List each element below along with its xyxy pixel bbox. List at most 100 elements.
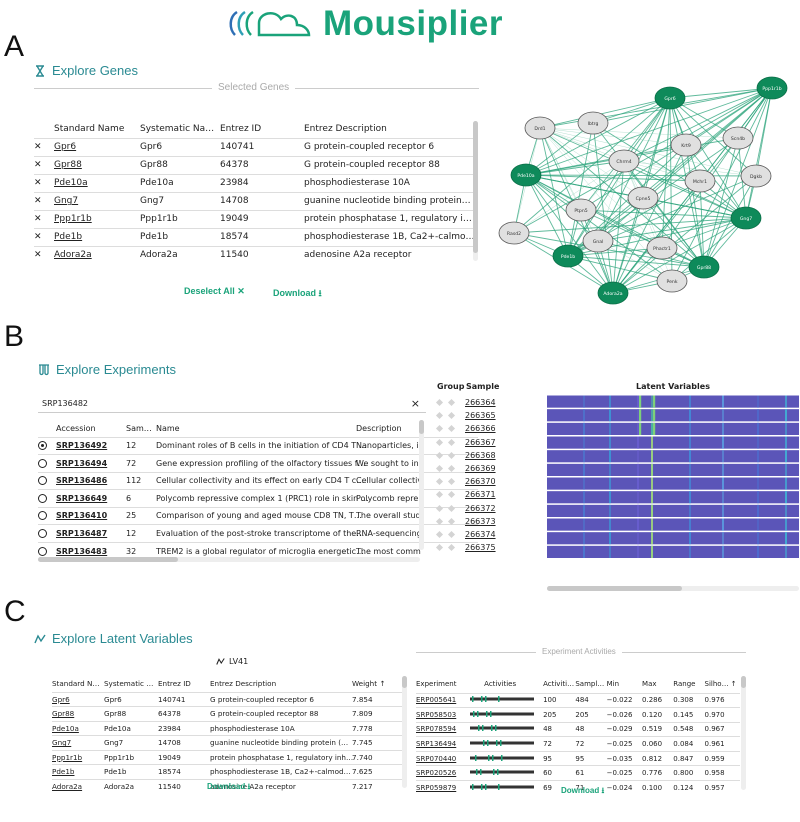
col-header-description[interactable]: Description [356, 423, 402, 433]
experiment-link[interactable]: SRP020526 [416, 769, 457, 778]
group-diamond-icon[interactable] [435, 544, 444, 552]
heatmap-cell[interactable] [583, 491, 585, 504]
experiment-link[interactable]: SRP078594 [416, 725, 457, 734]
col-header-entrez-id[interactable]: Entrez ID [220, 123, 262, 134]
network-node[interactable]: Chrm4 [608, 149, 640, 173]
group-diamond-icon[interactable] [435, 504, 444, 512]
heatmap-cell[interactable] [637, 450, 639, 463]
sample-row[interactable]: 266370 [435, 475, 537, 488]
group-diamond-icon[interactable] [447, 438, 456, 446]
remove-gene-button[interactable]: ✕ [34, 232, 42, 242]
group-diamond-icon[interactable] [447, 544, 456, 552]
heatmap-cell[interactable] [785, 518, 787, 531]
activities-scrollbar[interactable] [741, 676, 746, 790]
heatmap-cell[interactable] [722, 518, 724, 531]
heatmap-cell[interactable] [689, 491, 691, 504]
heatmap-cell[interactable] [689, 532, 691, 545]
experiment-accession-link[interactable]: SRP136486 [56, 476, 108, 486]
network-node[interactable]: Krt9 [670, 133, 702, 157]
heatmap-cell[interactable] [722, 450, 724, 463]
gene-standard-name-link[interactable]: Pde10a [54, 178, 88, 188]
col-header-samples[interactable]: Sam… [126, 423, 152, 433]
heatmap-cell[interactable] [583, 436, 585, 449]
heatmap-cell[interactable] [609, 504, 611, 517]
sample-link[interactable]: 266367 [465, 437, 496, 447]
heatmap-cell[interactable] [722, 395, 724, 408]
network-node[interactable]: Phactr1 [646, 236, 678, 260]
group-diamond-icon[interactable] [447, 491, 456, 499]
remove-gene-button[interactable]: ✕ [34, 250, 42, 261]
sample-row[interactable]: 266374 [435, 528, 537, 541]
sample-link[interactable]: 266371 [465, 490, 496, 500]
experiment-link[interactable]: SRP059879 [416, 784, 457, 793]
heatmap-cell[interactable] [757, 532, 759, 545]
heatmap-cell[interactable] [722, 532, 724, 545]
sample-link[interactable]: 266366 [465, 424, 496, 434]
heatmap-cell[interactable] [689, 477, 691, 490]
col-header-entrez-description[interactable]: Entrez Description [210, 678, 277, 688]
heatmap-cell[interactable] [651, 395, 653, 408]
heatmap-cell[interactable] [785, 463, 787, 476]
heatmap-cell[interactable] [785, 477, 787, 490]
heatmap-cell[interactable] [609, 463, 611, 476]
heatmap-cell[interactable] [785, 545, 787, 558]
heatmap-cell[interactable] [583, 422, 585, 435]
heatmap-cell[interactable] [637, 436, 639, 449]
heatmap-cell[interactable] [689, 504, 691, 517]
gene-standard-name-link[interactable]: Gpr88 [54, 160, 82, 170]
heatmap-cell-highlight[interactable] [639, 422, 642, 435]
group-diamond-icon[interactable] [435, 491, 444, 499]
heatmap-cell[interactable] [785, 532, 787, 545]
genes-table-scrollbar[interactable] [473, 121, 478, 261]
experiment-link[interactable]: SRP070440 [416, 754, 457, 763]
experiment-accession-link[interactable]: SRP136649 [56, 493, 108, 503]
heatmap-cell-highlight[interactable] [651, 463, 653, 476]
group-diamond-icon[interactable] [447, 464, 456, 473]
network-node[interactable]: Adora2a [597, 281, 629, 305]
heatmap-cell[interactable] [583, 545, 585, 558]
heatmap-cell[interactable] [757, 518, 759, 531]
heatmap-cell[interactable] [651, 422, 653, 435]
heatmap-cell[interactable] [757, 545, 759, 558]
heatmap-cell[interactable] [722, 477, 724, 490]
gene-network-graph[interactable]: Ppp1r1bGpr6IbtrgDrd1Scn4bKrt9Chrm4DgkbMc… [498, 76, 798, 310]
heatmap-cell[interactable] [637, 409, 639, 422]
network-node-circle[interactable] [608, 149, 640, 173]
download-genes-button[interactable]: Download ⭳ [273, 288, 322, 298]
network-node[interactable]: Rasd2 [498, 221, 530, 245]
group-diamond-icon[interactable] [447, 412, 456, 420]
heatmap-cell-highlight[interactable] [639, 409, 642, 422]
sample-link[interactable]: 266370 [465, 477, 496, 487]
gene-standard-name-link[interactable]: Gpr88 [52, 709, 75, 719]
heatmap-cell-highlight[interactable] [651, 491, 653, 504]
heatmap-cell[interactable] [583, 504, 585, 517]
heatmap-cell-highlight[interactable] [653, 395, 656, 408]
heatmap-cell[interactable] [722, 422, 724, 435]
network-node[interactable]: Gng7 [730, 206, 762, 230]
network-node[interactable]: Mchr1 [684, 169, 716, 193]
heatmap-cell[interactable] [757, 409, 759, 422]
experiment-link[interactable]: SRP136494 [416, 740, 457, 749]
sample-link[interactable]: 266368 [465, 450, 496, 460]
group-diamond-icon[interactable] [447, 425, 456, 433]
gene-standard-name-link[interactable]: Ppp1r1b [52, 752, 83, 762]
heatmap-cell[interactable] [757, 450, 759, 463]
col-header-entrez-description[interactable]: Entrez Description [304, 123, 387, 134]
group-diamond-icon[interactable] [447, 399, 456, 407]
network-node[interactable]: Pde1b [552, 244, 584, 268]
heatmap-cell-highlight[interactable] [651, 477, 653, 490]
heatmap-cell[interactable] [689, 545, 691, 558]
experiment-radio[interactable] [38, 441, 47, 451]
group-diamond-icon[interactable] [435, 451, 444, 459]
col-header-entrez-id[interactable]: Entrez ID [158, 678, 191, 688]
heatmap-cell[interactable] [651, 409, 653, 422]
group-diamond-icon[interactable] [435, 464, 444, 473]
col-header-max[interactable]: Max [642, 680, 657, 689]
clear-search-button[interactable]: × [410, 397, 420, 410]
heatmap-cell[interactable] [785, 491, 787, 504]
experiment-link[interactable]: SRP058503 [416, 710, 457, 719]
remove-gene-button[interactable]: ✕ [34, 160, 42, 170]
latent-genes-scrollbar[interactable] [402, 676, 407, 788]
heatmap-cell[interactable] [609, 395, 611, 408]
heatmap-cell[interactable] [637, 504, 639, 517]
